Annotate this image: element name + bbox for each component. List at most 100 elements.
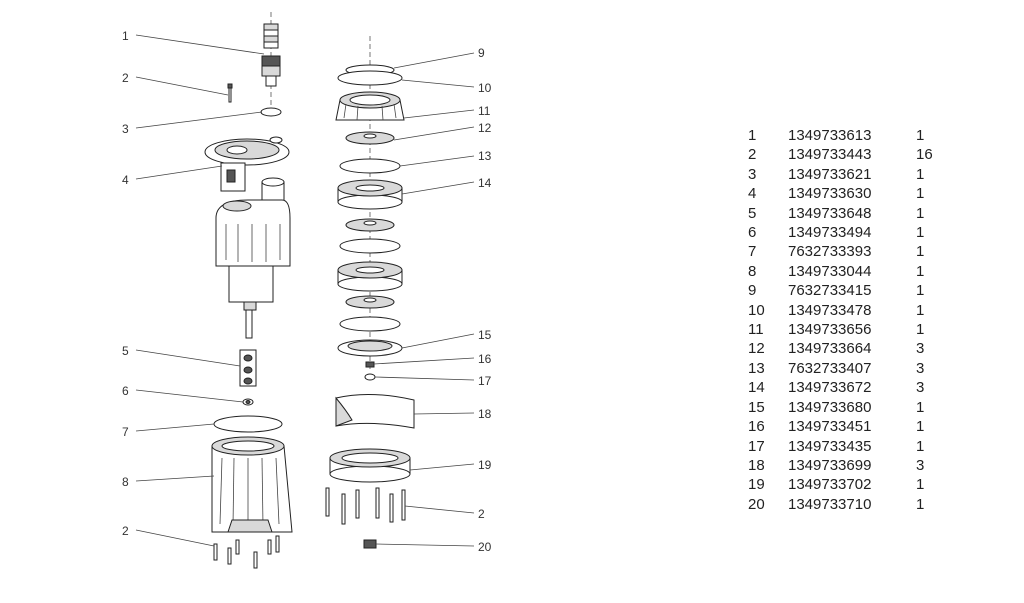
leader-15 [401,333,475,349]
part-8-pump-casing [211,436,293,533]
callout-4: 4 [122,173,129,187]
part-1-hose-connector [261,23,281,87]
leader-18 [413,412,475,415]
part-7-large-o-ring [213,415,283,433]
part-10-o-ring [337,70,403,86]
part-code: 7632733415 [788,282,872,300]
callout-7: 7 [122,425,129,439]
part-number: 7 [748,243,757,261]
part-4-top-flange [204,136,290,192]
part-2-screws-bottom-right [325,487,406,525]
leader-10 [401,79,475,88]
part-code: 1349733672 [788,379,872,397]
part-quantity: 1 [916,127,925,144]
part-code: 7632733407 [788,359,872,377]
part-quantity: 1 [916,437,925,455]
part-11-upper-housing [335,91,405,121]
part-number: 6 [748,224,757,242]
part-quantity: 1 [916,204,925,222]
part-code: 1349733699 [788,456,872,474]
part-quantity: 1 [916,321,925,339]
leader-3 [135,111,263,129]
part-quantity: 1 [916,185,925,203]
leader-17 [374,376,475,381]
callout-2-top: 2 [122,71,129,85]
part-code: 1349733613 [788,127,872,144]
callout-10: 10 [478,81,492,95]
callout-9: 9 [478,46,485,60]
leader-4 [135,165,223,180]
table-row: 19 1349733702 1 [748,475,946,494]
callout-6: 6 [122,384,129,398]
part-number: 13 [748,359,765,377]
part-code: 1349733621 [788,165,872,183]
part-code: 1349733451 [788,418,872,436]
part-5-coupling [239,349,257,387]
part-quantity: 1 [916,301,925,319]
part-number: 11 [748,321,764,339]
part-16-nut [365,361,375,368]
part-number: 14 [748,379,765,397]
part-quantity: 3 [916,456,925,474]
leader-6 [135,389,244,403]
leader-13 [399,155,475,167]
part-quantity: 1 [916,495,925,513]
part-quantity: 1 [916,224,925,242]
leader-2-top [135,76,229,96]
part-quantity: 1 [916,418,925,436]
part-3-o-ring [260,107,282,117]
part-14-diffuser-top [337,179,403,210]
callout-1: 1 [122,29,129,43]
leader-20 [375,543,475,547]
part-number: 8 [748,262,757,280]
part-code: 1349733710 [788,495,872,513]
leader-2-bottom-right [404,505,475,514]
leader-16 [373,357,475,365]
part-number: 18 [748,456,765,474]
part-13-o-ring-top [339,158,401,174]
callout-8: 8 [122,475,129,489]
table-row: 5 1349733648 1 [748,204,946,223]
part-2-screws-bottom-left [213,535,280,569]
callout-13: 13 [478,149,492,163]
part-20-plug [363,539,377,549]
table-row: 20 1349733710 1 [748,495,946,514]
part-quantity: 1 [916,476,925,494]
part-2-screw-top [227,83,233,103]
part-number: 15 [748,398,765,416]
leader-9 [393,52,475,69]
part-6-washer [242,398,254,406]
part-18-strainer-sleeve [335,393,415,429]
leader-12 [393,126,475,141]
part-code: 1349733435 [788,437,872,455]
leader-11 [403,109,475,119]
part-number: 5 [748,204,757,222]
part-quantity: 1 [916,262,925,280]
part-12-impeller-top [345,131,395,145]
leader-2-bottom-left [135,529,215,547]
part-number: 4 [748,185,757,203]
part-code: 1349733702 [788,476,872,494]
part-number: 10 [748,301,765,319]
part-code: 7632733393 [788,243,872,261]
callout-14: 14 [478,176,492,190]
part-code: 1349733664 [788,340,872,358]
part-number: 19 [748,476,765,494]
callout-18: 18 [478,407,492,421]
part-code: 1349733648 [788,204,872,222]
part-code: 1349733630 [788,185,872,203]
leader-5 [135,349,241,367]
part-number: 20 [748,495,765,513]
part-quantity: 3 [916,340,925,358]
